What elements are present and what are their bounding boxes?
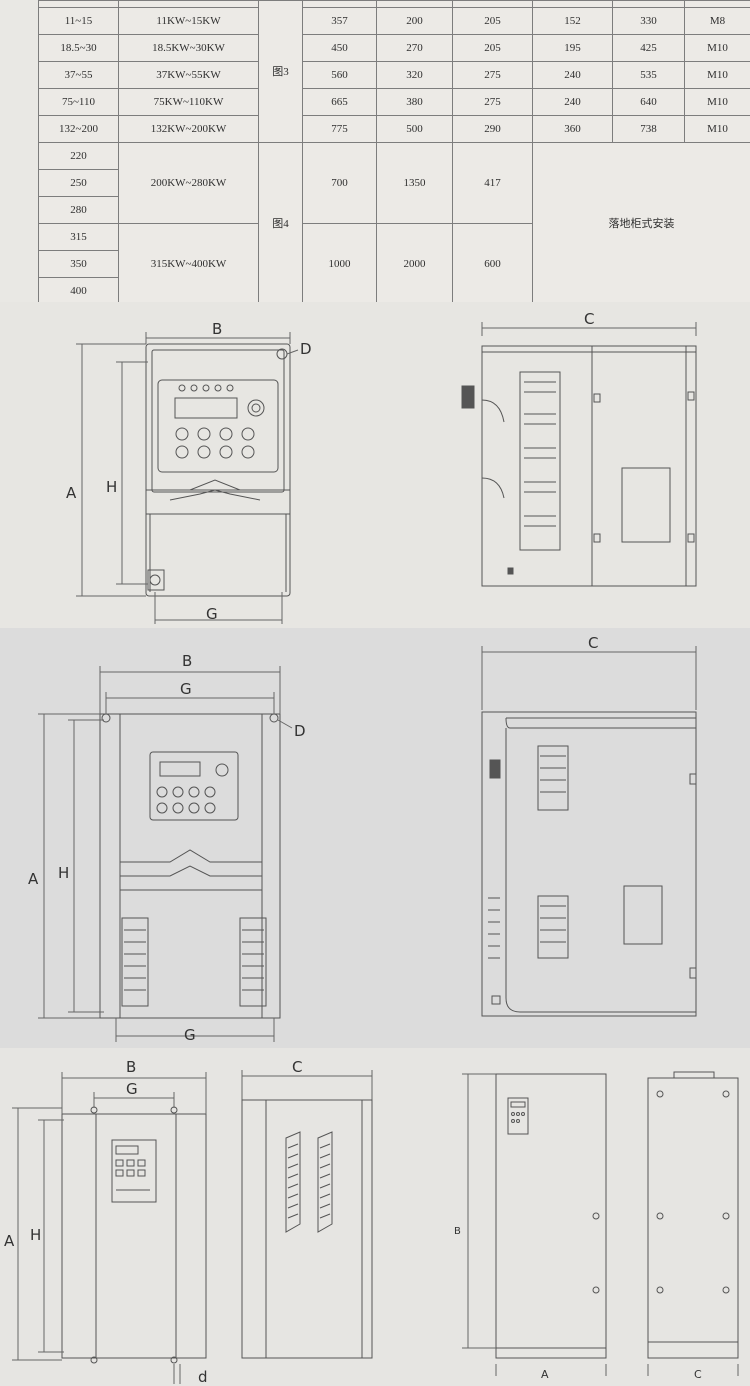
dim-label-B-2: B (182, 652, 192, 670)
dim-label-G-bottom-2: G (184, 1026, 196, 1044)
side-view-1 (461, 322, 697, 587)
front-view-2 (99, 713, 281, 1019)
front-view-2-dims (38, 666, 293, 1042)
front-view-1-dims (76, 332, 299, 624)
dim-label-D: D (300, 340, 312, 358)
dim-label-C: C (584, 310, 594, 328)
inverter-drawing-1: B D A H G C (66, 310, 697, 624)
dim-label-A-bottom-3: A (541, 1368, 549, 1381)
dim-label-H-3: H (30, 1226, 41, 1244)
dim-label-C-3: C (292, 1058, 302, 1076)
fig3-cell: 图3 (258, 0, 303, 143)
table-row: 132~200 132KW~200KW 775 500 290 360 738 … (38, 115, 750, 143)
dim-label-G-3: G (126, 1080, 138, 1098)
dim-label-C-2: C (588, 634, 598, 652)
floor-install-note: 落地柜式安装 (532, 142, 750, 305)
dim-label-A-2: A (28, 870, 39, 888)
table-row: 315 315KW~400KW 1000 2000 600 (38, 223, 750, 305)
table-row: 37~55 37KW~55KW 560 320 275 240 535 M10 (38, 61, 750, 89)
side-view-2 (481, 646, 697, 1017)
inverter-drawing-panel-2: B G D A H G C (0, 628, 750, 1048)
dim-label-A-3: A (4, 1232, 15, 1250)
inverter-drawing-2: B G D A H G C (28, 634, 697, 1044)
dim-label-H: H (106, 478, 117, 496)
table-row: 250 (38, 169, 750, 197)
dim-label-H-2: H (58, 864, 69, 882)
table-row: 350 (38, 250, 750, 278)
dimension-table-section: 图3 11~15 11KW~15KW 357 200 205 152 330 M… (38, 0, 750, 305)
keypad-panel-2 (149, 751, 239, 821)
dim-label-B: B (212, 320, 222, 338)
front-view-1 (145, 343, 291, 597)
table-row: 220 200KW~280KW 图4 700 1350 417 落地柜式安装 (38, 142, 750, 305)
front-view-3-dims (12, 1072, 207, 1384)
right-vent (239, 917, 267, 1007)
inverter-drawing-3: B G C A H d (4, 1058, 739, 1386)
dim-label-D-2: D (294, 722, 306, 740)
dim-label-d-3: d (198, 1368, 208, 1386)
front-view-3 (61, 1106, 207, 1364)
dim-label-G: G (206, 605, 218, 623)
dimension-table-body: 图3 11~15 11KW~15KW 357 200 205 152 330 M… (38, 0, 750, 305)
inverter-drawing-panel-1: B D A H G C (0, 302, 750, 628)
inverter-drawing-panel-3: B G C A H d (0, 1048, 750, 1386)
dim-label-A: A (66, 484, 77, 502)
side-view-3 (241, 1070, 373, 1359)
table-row: 280 (38, 196, 750, 224)
keypad-panel-3 (111, 1139, 157, 1203)
fig4-cell: 图4 (258, 142, 303, 305)
keypad-panel (157, 379, 279, 473)
dimension-table: 图3 11~15 11KW~15KW 357 200 205 152 330 M… (38, 0, 750, 305)
dim-label-B-3: B (126, 1058, 136, 1076)
table-row: 18.5~30 18.5KW~30KW 450 270 205 195 425 … (38, 34, 750, 62)
dim-label-B-side-3: B (454, 1226, 461, 1237)
dim-label-C-bottom-3: C (694, 1368, 702, 1381)
cabinet-side-view (647, 1071, 739, 1376)
left-vent (121, 917, 149, 1007)
table-row: 图3 (38, 0, 750, 143)
dim-label-G-top-2: G (180, 680, 192, 698)
table-row: 400 (38, 277, 750, 305)
table-row: 75~110 75KW~110KW 665 380 275 240 640 M1… (38, 88, 750, 116)
table-row: 11~15 11KW~15KW 357 200 205 152 330 M8 (38, 7, 750, 35)
cabinet-front-view (462, 1073, 607, 1376)
